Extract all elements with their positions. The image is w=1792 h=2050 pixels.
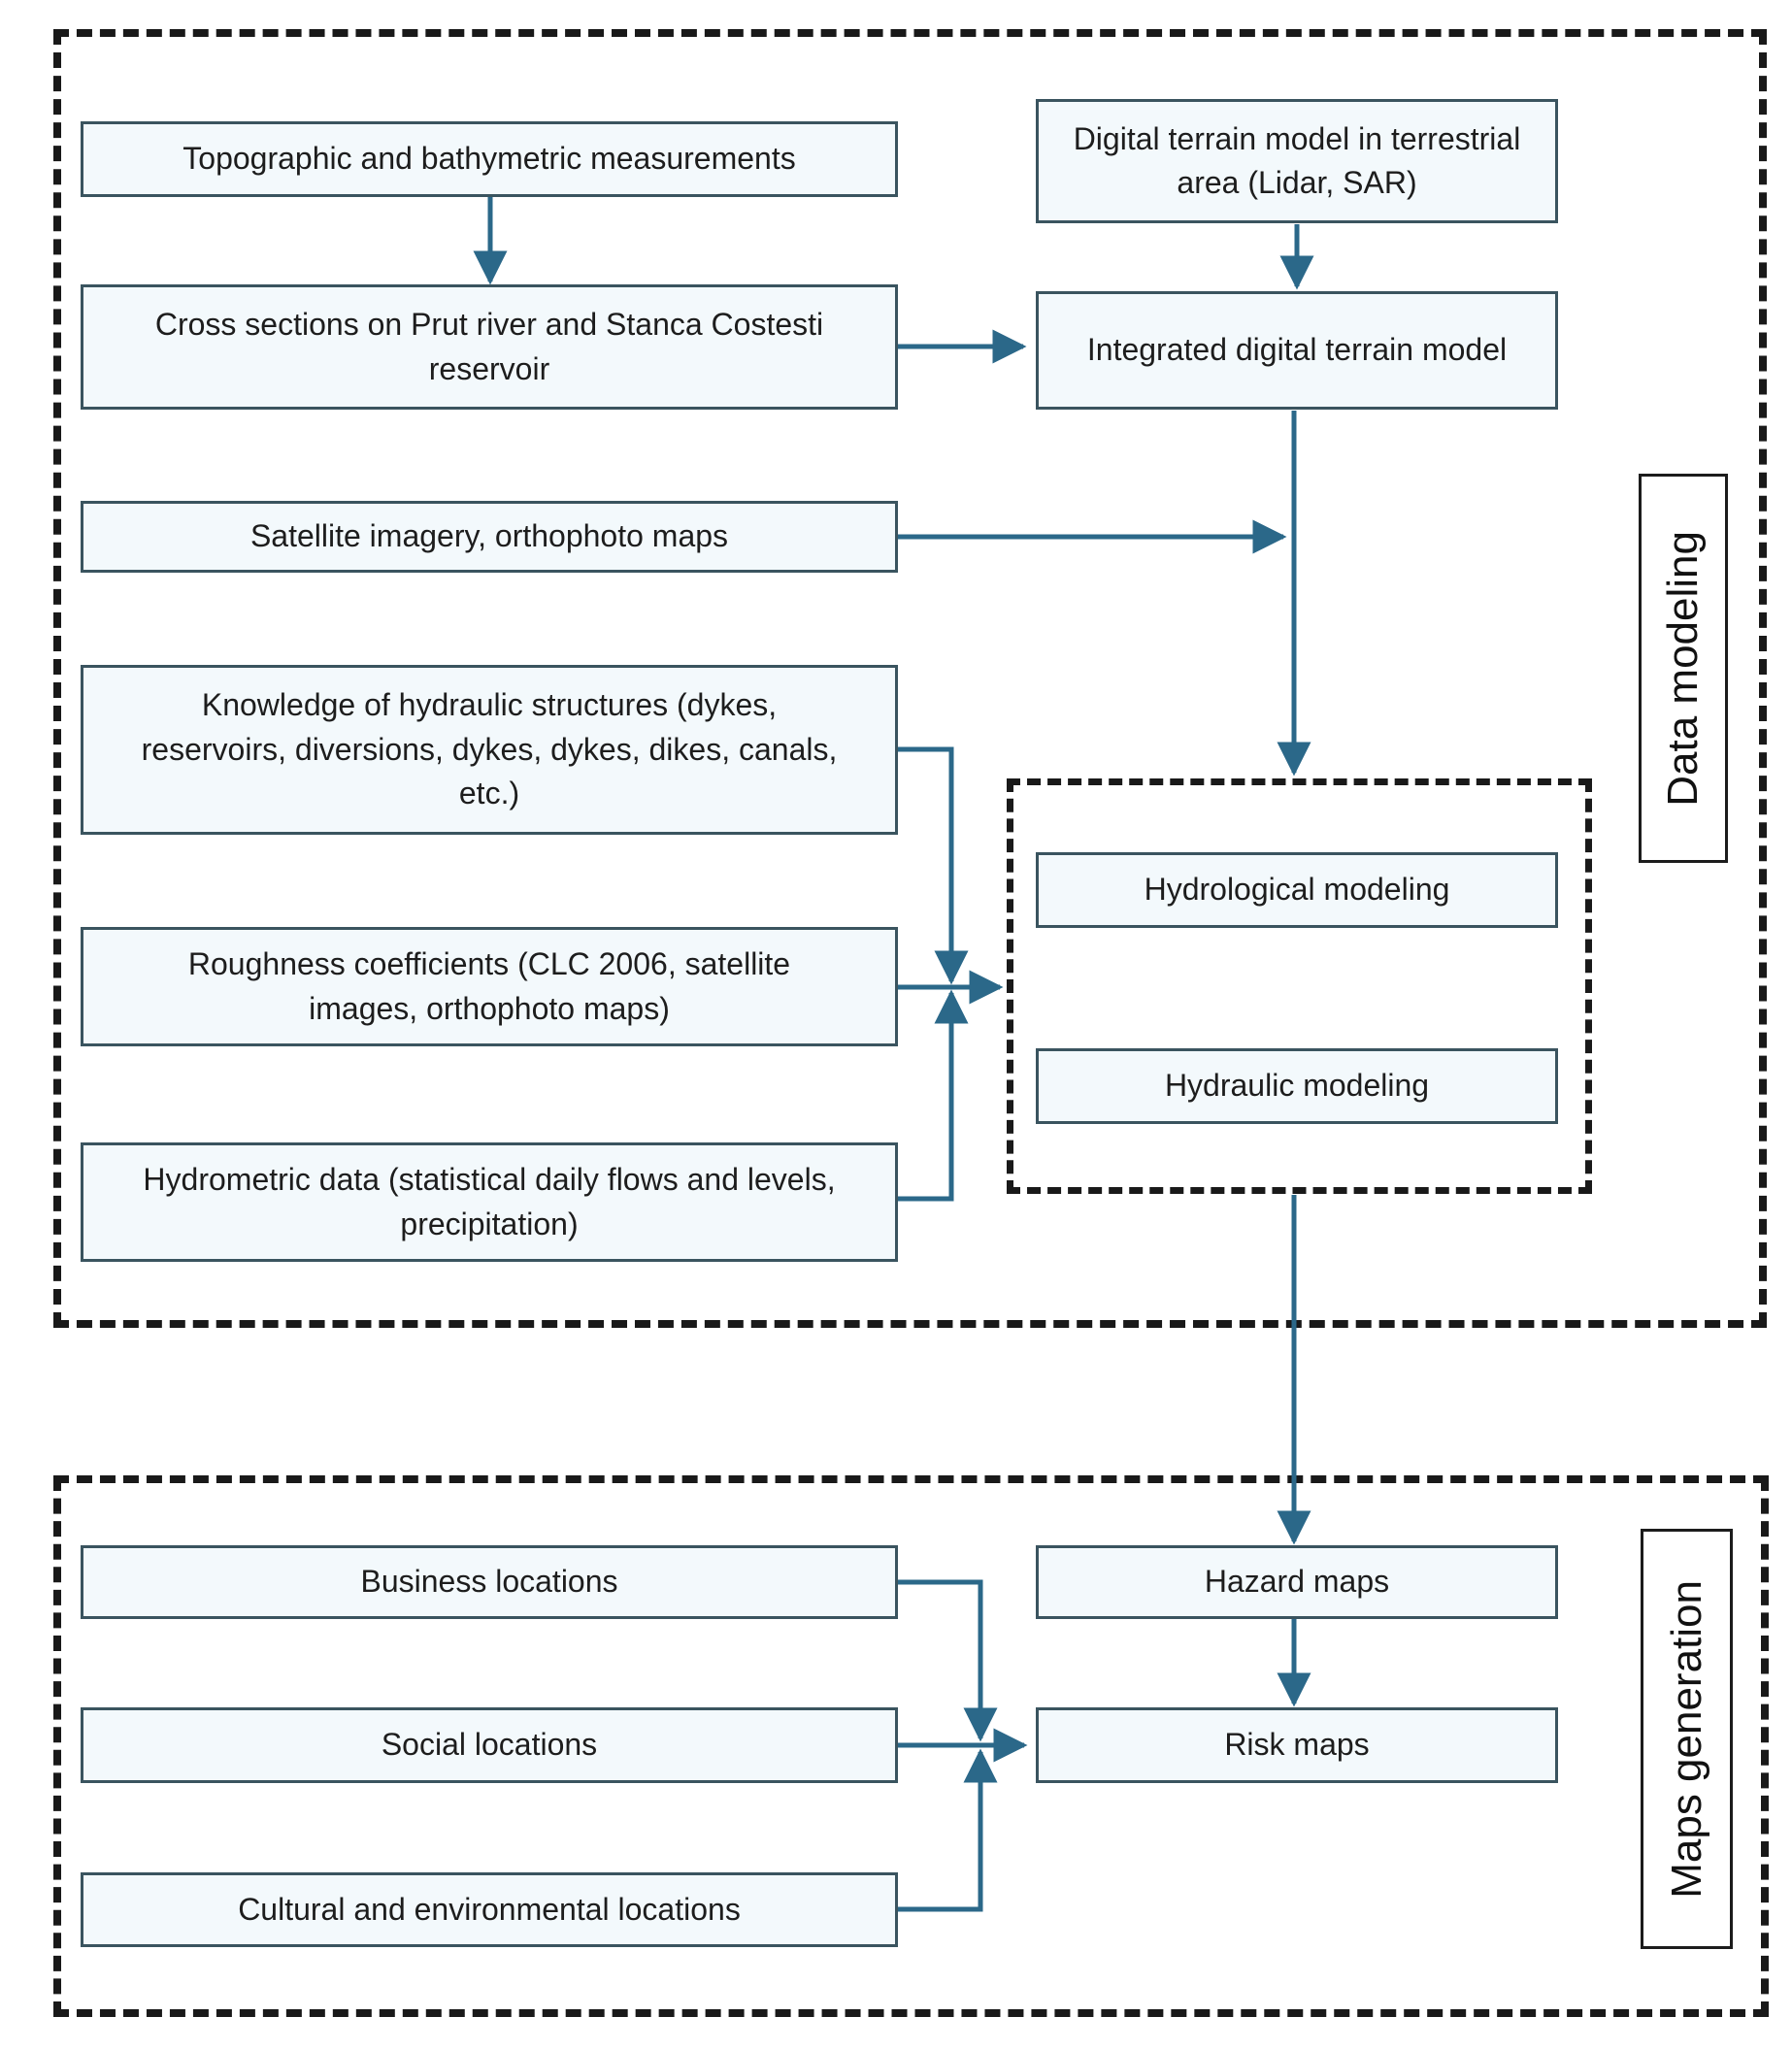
data-modeling-region-label: Data modeling: [1659, 530, 1707, 807]
maps-generation-region-label-box: Maps generation: [1641, 1529, 1733, 1949]
data-modeling-region: [53, 29, 1767, 1328]
node-cross-sections: Cross sections on Prut river and Stanca …: [81, 284, 898, 410]
node-hydrological-modeling: Hydrological modeling: [1036, 852, 1558, 928]
maps-generation-region-label: Maps generation: [1662, 1579, 1710, 1899]
node-digital-terrain-model: Digital terrain model in terrestrial are…: [1036, 99, 1558, 223]
node-topographic-measurements: Topographic and bathymetric measurements: [81, 121, 898, 197]
node-hydraulic-structures-knowledge: Knowledge of hydraulic structures (dykes…: [81, 665, 898, 835]
node-social-locations: Social locations: [81, 1707, 898, 1783]
node-satellite-imagery: Satellite imagery, orthophoto maps: [81, 501, 898, 573]
node-business-locations: Business locations: [81, 1545, 898, 1619]
node-risk-maps: Risk maps: [1036, 1707, 1558, 1783]
data-modeling-region-label-box: Data modeling: [1639, 474, 1728, 863]
maps-generation-region: [53, 1475, 1769, 2017]
node-hydrometric-data: Hydrometric data (statistical daily flow…: [81, 1142, 898, 1262]
node-hazard-maps: Hazard maps: [1036, 1545, 1558, 1619]
node-cultural-environmental-locations: Cultural and environmental locations: [81, 1872, 898, 1947]
node-roughness-coefficients: Roughness coefficients (CLC 2006, satell…: [81, 927, 898, 1046]
node-hydraulic-modeling: Hydraulic modeling: [1036, 1048, 1558, 1124]
modeling-group-box: [1007, 778, 1592, 1194]
node-integrated-terrain-model: Integrated digital terrain model: [1036, 291, 1558, 410]
